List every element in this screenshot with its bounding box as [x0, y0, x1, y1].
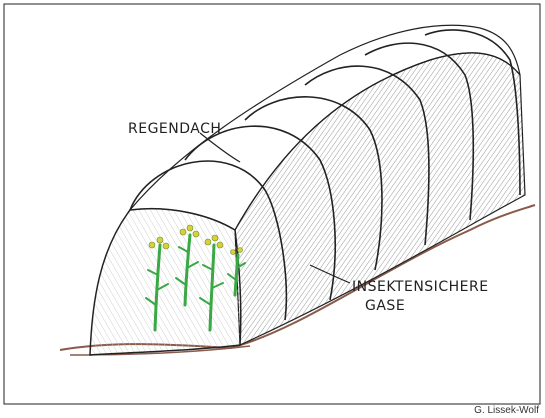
net-label-line2: GASE — [365, 298, 405, 314]
tunnel-front-net — [90, 209, 241, 355]
image-credit: G. Lissek-Wolf — [474, 405, 539, 416]
roof-label: REGENDACH — [128, 121, 221, 137]
net-label-line1: INSEKTENSICHERE — [352, 279, 489, 295]
